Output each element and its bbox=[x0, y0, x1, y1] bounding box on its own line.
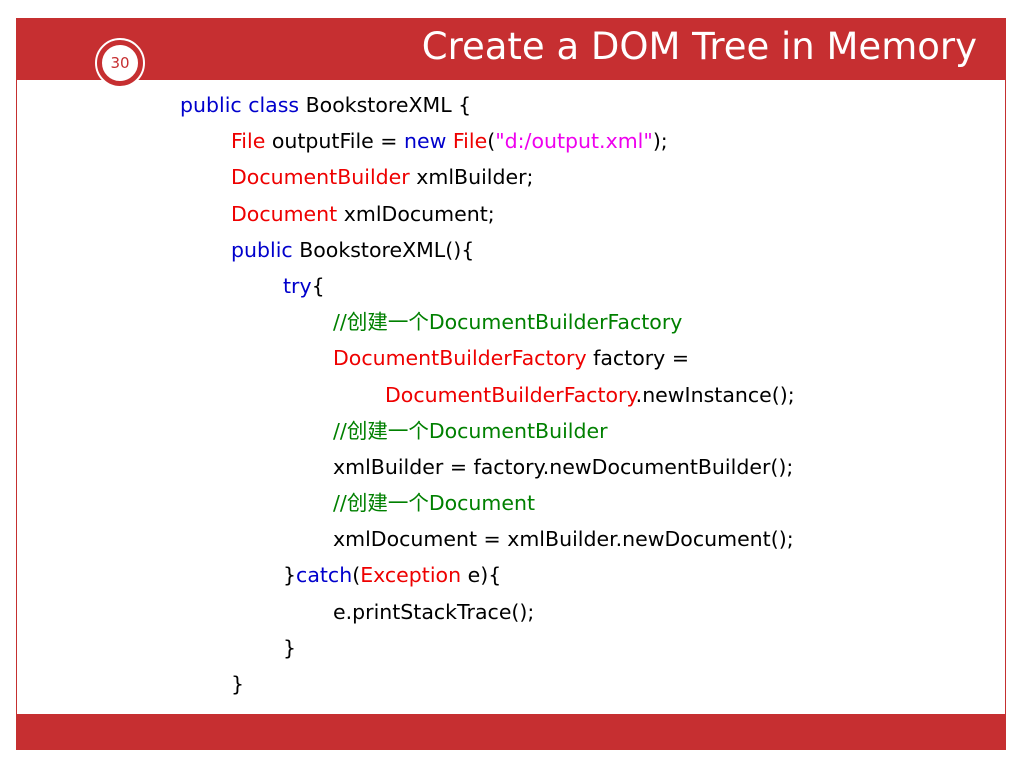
code-line: xmlBuilder = factory.newDocumentBuilder(… bbox=[180, 449, 795, 485]
code-line: public BookstoreXML(){ bbox=[180, 232, 795, 268]
code-text: } bbox=[283, 563, 297, 588]
code-type: DocumentBuilderFactory bbox=[333, 346, 587, 371]
code-text: ( bbox=[487, 129, 496, 154]
slide-title: Create a DOM Tree in Memory bbox=[421, 25, 977, 68]
code-text: xmlDocument = xmlBuilder.newDocument(); bbox=[333, 527, 794, 552]
code-line: xmlDocument = xmlBuilder.newDocument(); bbox=[180, 521, 795, 557]
code-line: } bbox=[180, 666, 795, 702]
code-text: ); bbox=[652, 129, 668, 154]
code-text: .newInstance(); bbox=[635, 382, 795, 407]
code-line: public class BookstoreXML { bbox=[180, 87, 795, 123]
code-line: File outputFile = new File("d:/output.xm… bbox=[180, 123, 795, 159]
code-comment: //创建一个Document bbox=[333, 491, 536, 516]
code-comment: //创建一个DocumentBuilder bbox=[333, 418, 608, 443]
code-block: public class BookstoreXML { File outputF… bbox=[180, 87, 795, 702]
code-text: BookstoreXML(){ bbox=[292, 237, 475, 262]
code-line: //创建一个DocumentBuilderFactory bbox=[180, 304, 795, 340]
code-comment: //创建一个DocumentBuilderFactory bbox=[333, 310, 683, 335]
code-line: DocumentBuilder xmlBuilder; bbox=[180, 159, 795, 195]
code-text: xmlDocument; bbox=[337, 201, 495, 226]
code-line: } bbox=[180, 630, 795, 666]
slide: Create a DOM Tree in Memory 30 public cl… bbox=[16, 18, 1006, 750]
code-text: e){ bbox=[461, 563, 502, 588]
code-line: Document xmlDocument; bbox=[180, 196, 795, 232]
slide-number-badge: 30 bbox=[95, 38, 145, 88]
code-keyword: catch bbox=[296, 563, 353, 588]
title-bar: Create a DOM Tree in Memory bbox=[17, 19, 1005, 80]
code-line: e.printStackTrace(); bbox=[180, 594, 795, 630]
code-line: //创建一个DocumentBuilder bbox=[180, 413, 795, 449]
code-keyword: public bbox=[231, 237, 293, 262]
code-string: "d:/output.xml" bbox=[495, 129, 653, 154]
code-line: DocumentBuilderFactory.newInstance(); bbox=[180, 377, 795, 413]
code-text: } bbox=[283, 635, 297, 660]
code-keyword: new bbox=[403, 129, 447, 154]
code-text: { bbox=[311, 273, 325, 298]
code-text: outputFile = bbox=[265, 129, 404, 154]
code-text: e.printStackTrace(); bbox=[333, 599, 535, 624]
code-text: } bbox=[231, 672, 245, 696]
code-text: xmlBuilder = factory.newDocumentBuilder(… bbox=[333, 454, 794, 479]
bottom-bar bbox=[17, 714, 1005, 749]
code-text: xmlBuilder; bbox=[409, 165, 534, 190]
code-type: File bbox=[452, 129, 488, 154]
code-text: BookstoreXML { bbox=[299, 93, 472, 117]
code-text: ( bbox=[352, 563, 361, 588]
code-line: //创建一个Document bbox=[180, 485, 795, 521]
code-line: DocumentBuilderFactory factory = bbox=[180, 340, 795, 376]
code-type: File bbox=[231, 129, 266, 154]
code-keyword: try bbox=[283, 273, 312, 298]
code-line: try{ bbox=[180, 268, 795, 304]
code-keyword: public class bbox=[180, 93, 300, 117]
code-type: DocumentBuilderFactory bbox=[385, 382, 636, 407]
code-type: DocumentBuilder bbox=[231, 165, 410, 190]
code-line: }catch(Exception e){ bbox=[180, 557, 795, 593]
code-type: Exception bbox=[360, 563, 462, 588]
code-type: Document bbox=[231, 201, 338, 226]
code-text: factory = bbox=[586, 346, 689, 371]
slide-number: 30 bbox=[101, 44, 139, 82]
